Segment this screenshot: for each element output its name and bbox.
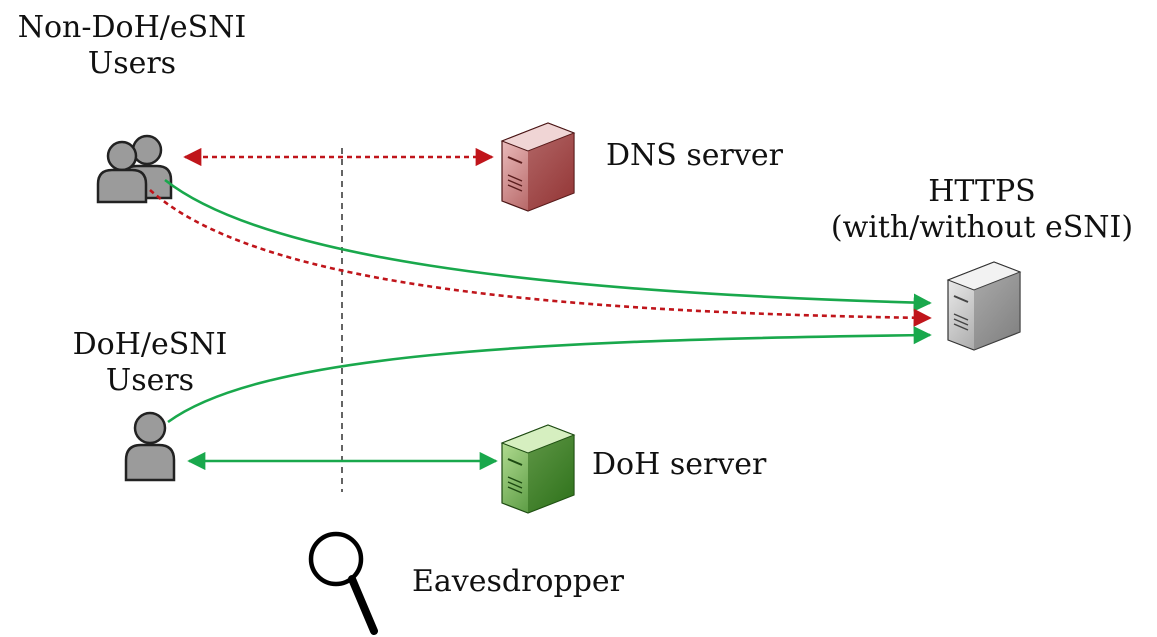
https-label: HTTPS (with/without eSNI) [812,174,1152,246]
https-label-line1: HTTPS [928,174,1036,209]
user-group-icon [96,134,173,204]
non-doh-users-label-line2: Users [87,46,177,81]
non-doh-users-label-line1: Non-DoH/eSNI [17,10,247,45]
doh-https-arrow [167,326,932,424]
doh-users-label: DoH/eSNI Users [40,327,260,399]
user-icon [124,411,176,482]
doh-users-label-line2: Users [105,363,195,398]
doh-server-icon [500,424,576,514]
dns-server-label: DNS server [606,138,783,173]
non-doh-sni-leak-arrow [149,189,932,327]
non-doh-users-label: Non-DoH/eSNI Users [4,10,260,82]
magnifier-icon [308,531,378,635]
eavesdropper-label: Eavesdropper [412,564,624,599]
https-label-line2: (with/without eSNI) [830,210,1134,245]
doh-users-label-line1: DoH/eSNI [72,327,228,362]
doh-server-label: DoH server [592,447,767,482]
dns-server-icon [500,122,576,212]
non-doh-https-arrow [164,178,932,312]
https-server-icon [946,261,1022,351]
